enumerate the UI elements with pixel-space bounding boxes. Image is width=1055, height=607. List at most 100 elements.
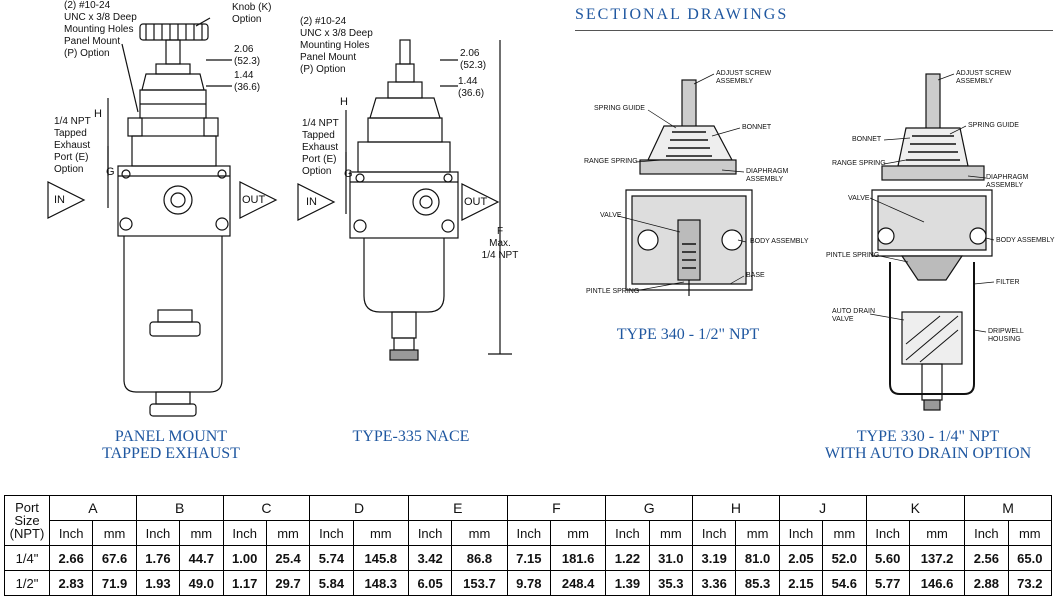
- col-header-h: H: [692, 495, 780, 521]
- dimension-cell: 137.2: [908, 545, 966, 571]
- dim-2-06-335: 2.06 (52.3): [460, 48, 487, 71]
- caption-type330: TYPE 330 - 1/4" NPT WITH AUTO DRAIN OPTI…: [824, 428, 1032, 462]
- dimension-cell: 2.05: [778, 545, 824, 571]
- dimension-cell: 2.88: [964, 570, 1009, 596]
- type340-drawing: [625, 79, 753, 296]
- table-header-letters: Port Size (NPT) A B C D E F G H J K M: [4, 495, 1052, 546]
- t330-range-spring: RANGE SPRING: [832, 160, 886, 167]
- col-header-f: F: [506, 495, 607, 521]
- unit-mm-header: mm: [1007, 520, 1053, 546]
- t340-range-spring: RANGE SPRING: [584, 158, 638, 165]
- out-port-label: OUT: [242, 194, 266, 206]
- dimension-cell: 54.6: [822, 570, 867, 596]
- dimension-cell: 5.84: [309, 570, 354, 596]
- unit-mm-header: mm: [908, 520, 966, 546]
- t340-pintle: PINTLE SPRING: [586, 288, 640, 295]
- section-title-rule: [575, 30, 1053, 31]
- dimensions-table: Port Size (NPT) A B C D E F G H J K M In…: [4, 495, 1053, 596]
- caption-type340: TYPE 340 - 1/2" NPT: [616, 326, 760, 343]
- col-header-d: D: [309, 495, 409, 521]
- type335-drawing: [297, 39, 512, 361]
- t330-valve: VALVE: [848, 195, 870, 202]
- unit-mm-header: mm: [451, 520, 508, 546]
- col-header-j: J: [778, 495, 867, 521]
- exhaust-port-note: 1/4 NPT Tapped Exhaust Port (E) Option: [54, 116, 91, 175]
- dimension-cell: 67.6: [92, 545, 137, 571]
- unit-inch-header: Inch: [309, 520, 354, 546]
- col-header-m: M: [964, 495, 1052, 521]
- t340-bonnet: BONNET: [742, 124, 772, 131]
- dimension-cell: 2.15: [778, 570, 824, 596]
- dimension-cell: 1.17: [222, 570, 267, 596]
- dimension-cell: 2.83: [48, 570, 94, 596]
- dimension-cell: 1.22: [605, 545, 650, 571]
- dimension-cell: 52.0: [822, 545, 867, 571]
- unit-inch-header: Inch: [506, 520, 551, 546]
- dimension-cell: 29.7: [265, 570, 311, 596]
- unit-inch-header: Inch: [48, 520, 94, 546]
- dim-h-label: H: [94, 108, 102, 120]
- dimension-cell: 248.4: [549, 570, 607, 596]
- type330-drawing: [871, 73, 993, 411]
- in-port-label-335: IN: [306, 196, 317, 208]
- unit-inch-header: Inch: [407, 520, 453, 546]
- mounting-holes-note-335: (2) #10-24 UNC x 3/8 Deep Mounting Holes…: [300, 16, 373, 75]
- col-header-a: A: [49, 495, 137, 521]
- panel-mount-drawing: [47, 17, 278, 417]
- dimension-cell: 71.9: [92, 570, 137, 596]
- dimension-cell: 35.3: [648, 570, 694, 596]
- col-header-c: C: [222, 495, 311, 521]
- exhaust-port-note-335: 1/4 NPT Tapped Exhaust Port (E) Option: [302, 118, 339, 177]
- t330-bonnet: BONNET: [852, 136, 882, 143]
- unit-inch-header: Inch: [865, 520, 910, 546]
- unit-mm-header: mm: [549, 520, 607, 546]
- dimension-cell: 153.7: [451, 570, 508, 596]
- dim-f-note: F Max. 1/4 NPT: [481, 226, 519, 261]
- dimension-cell: 5.77: [865, 570, 910, 596]
- unit-inch-header: Inch: [605, 520, 650, 546]
- dimension-cell: 1.76: [135, 545, 181, 571]
- dimension-cell: 6.05: [407, 570, 453, 596]
- dimension-cell: 181.6: [549, 545, 607, 571]
- t340-valve: VALVE: [600, 212, 622, 219]
- dim-1-44: 1.44 (36.6): [234, 70, 261, 93]
- dimension-cell: 1.39: [605, 570, 650, 596]
- dimension-cell: 81.0: [735, 545, 780, 571]
- dimension-cell: 25.4: [265, 545, 311, 571]
- dim-g-label: G: [106, 166, 115, 178]
- dimension-cell: 1.93: [135, 570, 181, 596]
- port-size-cell: 1/2": [4, 570, 50, 596]
- dimension-cell: 3.36: [692, 570, 737, 596]
- port-size-header: Port Size (NPT): [4, 495, 50, 546]
- leader-lines: [617, 73, 995, 333]
- dimension-cell: 3.42: [407, 545, 453, 571]
- unit-mm-header: mm: [265, 520, 311, 546]
- mounting-holes-note: (2) #10-24 UNC x 3/8 Deep Mounting Holes…: [64, 0, 137, 59]
- dimension-cell: 2.56: [964, 545, 1009, 571]
- unit-mm-header: mm: [735, 520, 780, 546]
- t330-spring-guide: SPRING GUIDE: [968, 122, 1019, 129]
- col-header-k: K: [865, 495, 966, 521]
- unit-inch-header: Inch: [692, 520, 737, 546]
- unit-mm-header: mm: [92, 520, 137, 546]
- unit-mm-header: mm: [822, 520, 867, 546]
- col-header-b: B: [135, 495, 224, 521]
- dimension-cell: 9.78: [506, 570, 551, 596]
- col-header-g: G: [605, 495, 694, 521]
- unit-mm-header: mm: [648, 520, 694, 546]
- unit-inch-header: Inch: [964, 520, 1009, 546]
- unit-mm-header: mm: [352, 520, 409, 546]
- dimension-cell: 85.3: [735, 570, 780, 596]
- dimension-cell: 148.3: [352, 570, 409, 596]
- port-size-cell: 1/4": [4, 545, 50, 571]
- in-port-label: IN: [54, 194, 65, 206]
- section-title: SECTIONAL DRAWINGS: [575, 6, 789, 23]
- dimension-cell: 5.60: [865, 545, 910, 571]
- dimension-cell: 146.6: [908, 570, 966, 596]
